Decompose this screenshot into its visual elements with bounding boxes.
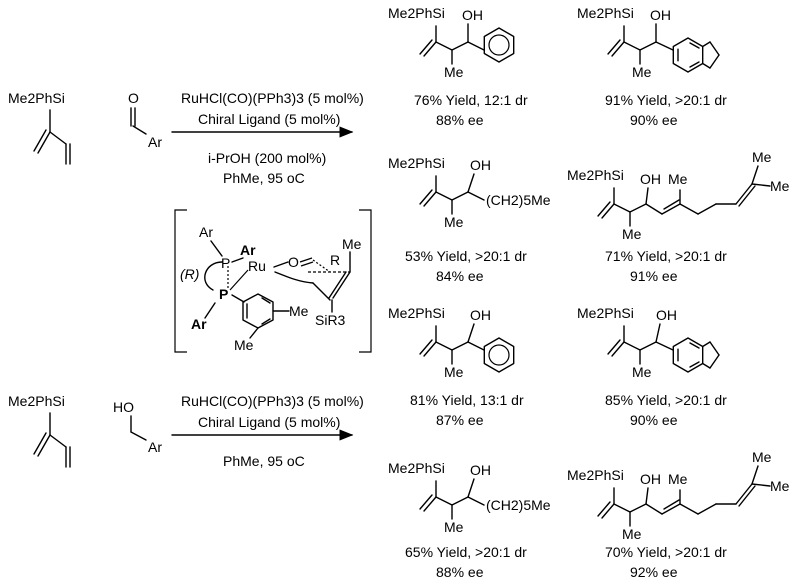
svg-text:92% ee: 92% ee — [630, 564, 678, 580]
svg-text:(CH2)5Me: (CH2)5Me — [486, 497, 551, 513]
product-6: Me2PhSi Me OH 85% Yield, >20:1 dr 90% ee — [577, 305, 727, 428]
ts-r-label: (R) — [180, 266, 199, 282]
svg-text:Me: Me — [444, 364, 464, 380]
top-cond3: i-PrOH (200 mol%) — [208, 150, 326, 166]
svg-text:84% ee: 84% ee — [436, 268, 484, 284]
bottom-alcohol-ar: Ar — [148, 439, 162, 455]
svg-text:Me: Me — [632, 64, 652, 80]
top-cond4: PhMe, 95 oC — [223, 170, 305, 186]
svg-text:Me: Me — [632, 364, 652, 380]
svg-text:70% Yield, >20:1 dr: 70% Yield, >20:1 dr — [605, 544, 727, 560]
svg-text:OH: OH — [470, 157, 491, 173]
top-aldehyde-ar: Ar — [148, 134, 162, 150]
product-7: Me2PhSi Me OH (CH2)5Me 65% Yield, >20:1 … — [388, 460, 551, 580]
svg-text:85% Yield, >20:1 dr: 85% Yield, >20:1 dr — [605, 392, 727, 408]
ts-ar-bold: Ar — [240, 242, 256, 258]
svg-text:OH: OH — [640, 171, 661, 187]
svg-text:90% ee: 90% ee — [630, 112, 678, 128]
svg-text:Me2PhSi: Me2PhSi — [567, 467, 624, 483]
svg-text:OH: OH — [640, 471, 661, 487]
svg-text:OH: OH — [470, 307, 491, 323]
svg-text:Me: Me — [444, 214, 464, 230]
svg-text:Me: Me — [622, 526, 642, 542]
top-aldehyde: O Ar — [128, 90, 162, 150]
svg-text:Me: Me — [444, 519, 464, 535]
product-5: Me2PhSi Me OH 81% Yield, 13:1 dr 87% ee — [388, 305, 524, 428]
product-1: Me2PhSi Me OH 76% Yield, 12:1 dr 88% ee — [388, 5, 528, 128]
bottom-cond2: Chiral Ligand (5 mol%) — [198, 414, 340, 430]
ts-o: O — [288, 254, 299, 270]
ts-me: Me — [342, 236, 362, 252]
svg-text:Me2PhSi: Me2PhSi — [567, 167, 624, 183]
top-cond1: RuHCl(CO)(PPh3)3 (5 mol%) — [181, 90, 364, 106]
svg-text:65% Yield, >20:1 dr: 65% Yield, >20:1 dr — [405, 544, 527, 560]
svg-text:OH: OH — [462, 7, 483, 23]
ts-r: R — [330, 252, 340, 268]
ts-sir3: SiR3 — [315, 312, 346, 328]
svg-text:Me2PhSi: Me2PhSi — [388, 5, 445, 21]
ts-ar-top: Ar — [199, 224, 213, 240]
ts-me-aryl2: Me — [234, 337, 254, 353]
svg-text:91% ee: 91% ee — [630, 268, 678, 284]
svg-text:Me: Me — [752, 449, 772, 465]
svg-text:76% Yield, 12:1 dr: 76% Yield, 12:1 dr — [414, 92, 528, 108]
product-2: Me2PhSi Me OH 91% Yield, >20:1 dr 90% ee — [577, 5, 727, 128]
ts-bracket-right — [359, 209, 372, 353]
product-4: Me2PhSi Me OH Me Me Me 71% Yield, >20:1 … — [567, 149, 790, 284]
top-diene-silyl: Me2PhSi — [8, 90, 65, 106]
svg-text:Me: Me — [752, 149, 772, 165]
bottom-alcohol: HO Ar — [113, 399, 162, 455]
svg-text:88% ee: 88% ee — [436, 112, 484, 128]
top-cond2: Chiral Ligand (5 mol%) — [198, 111, 340, 127]
svg-text:Me: Me — [668, 471, 688, 487]
svg-text:Me2PhSi: Me2PhSi — [577, 305, 634, 321]
product-8: Me2PhSi Me OH Me Me Me 70% Yield, >20:1 … — [567, 449, 790, 580]
ts-p1: P — [221, 255, 230, 271]
svg-text:Me: Me — [622, 226, 642, 242]
bottom-cond1: RuHCl(CO)(PPh3)3 (5 mol%) — [181, 393, 364, 409]
bottom-diene-silyl: Me2PhSi — [8, 393, 65, 409]
product-3: Me2PhSi Me OH (CH2)5Me 53% Yield, >20:1 … — [388, 155, 551, 284]
top-aldehyde-o: O — [128, 90, 139, 106]
top-diene: Me2PhSi — [8, 90, 71, 165]
svg-text:Me2PhSi: Me2PhSi — [388, 155, 445, 171]
svg-text:OH: OH — [650, 7, 671, 23]
bottom-diene: Me2PhSi — [8, 393, 71, 468]
svg-text:Me: Me — [770, 478, 790, 494]
ts-me-aryl1: Me — [289, 303, 309, 319]
svg-text:Me: Me — [444, 64, 464, 80]
svg-text:Me: Me — [668, 171, 688, 187]
bottom-alcohol-ho: HO — [113, 399, 134, 415]
bottom-cond3: PhMe, 95 oC — [223, 453, 305, 469]
svg-text:71% Yield, >20:1 dr: 71% Yield, >20:1 dr — [605, 248, 727, 264]
svg-text:Me2PhSi: Me2PhSi — [388, 460, 445, 476]
svg-text:OH: OH — [656, 307, 677, 323]
svg-text:90% ee: 90% ee — [630, 412, 678, 428]
ts-ar-lower: Ar — [191, 316, 207, 332]
svg-text:91% Yield, >20:1 dr: 91% Yield, >20:1 dr — [605, 92, 727, 108]
ts-bracket-left — [174, 209, 187, 353]
svg-text:(CH2)5Me: (CH2)5Me — [486, 192, 551, 208]
svg-text:Me2PhSi: Me2PhSi — [388, 305, 445, 321]
svg-text:87% ee: 87% ee — [436, 412, 484, 428]
svg-text:Me: Me — [770, 178, 790, 194]
svg-text:53% Yield, >20:1 dr: 53% Yield, >20:1 dr — [405, 248, 527, 264]
ts-p2: P — [219, 286, 228, 302]
svg-text:81% Yield, 13:1 dr: 81% Yield, 13:1 dr — [410, 392, 524, 408]
svg-text:88% ee: 88% ee — [436, 564, 484, 580]
svg-text:OH: OH — [470, 462, 491, 478]
ts-ru: Ru — [248, 258, 266, 274]
transition-state: Ar P Ar (R) P Ar Ru Me Me O R Me — [174, 209, 372, 353]
svg-text:Me2PhSi: Me2PhSi — [577, 5, 634, 21]
